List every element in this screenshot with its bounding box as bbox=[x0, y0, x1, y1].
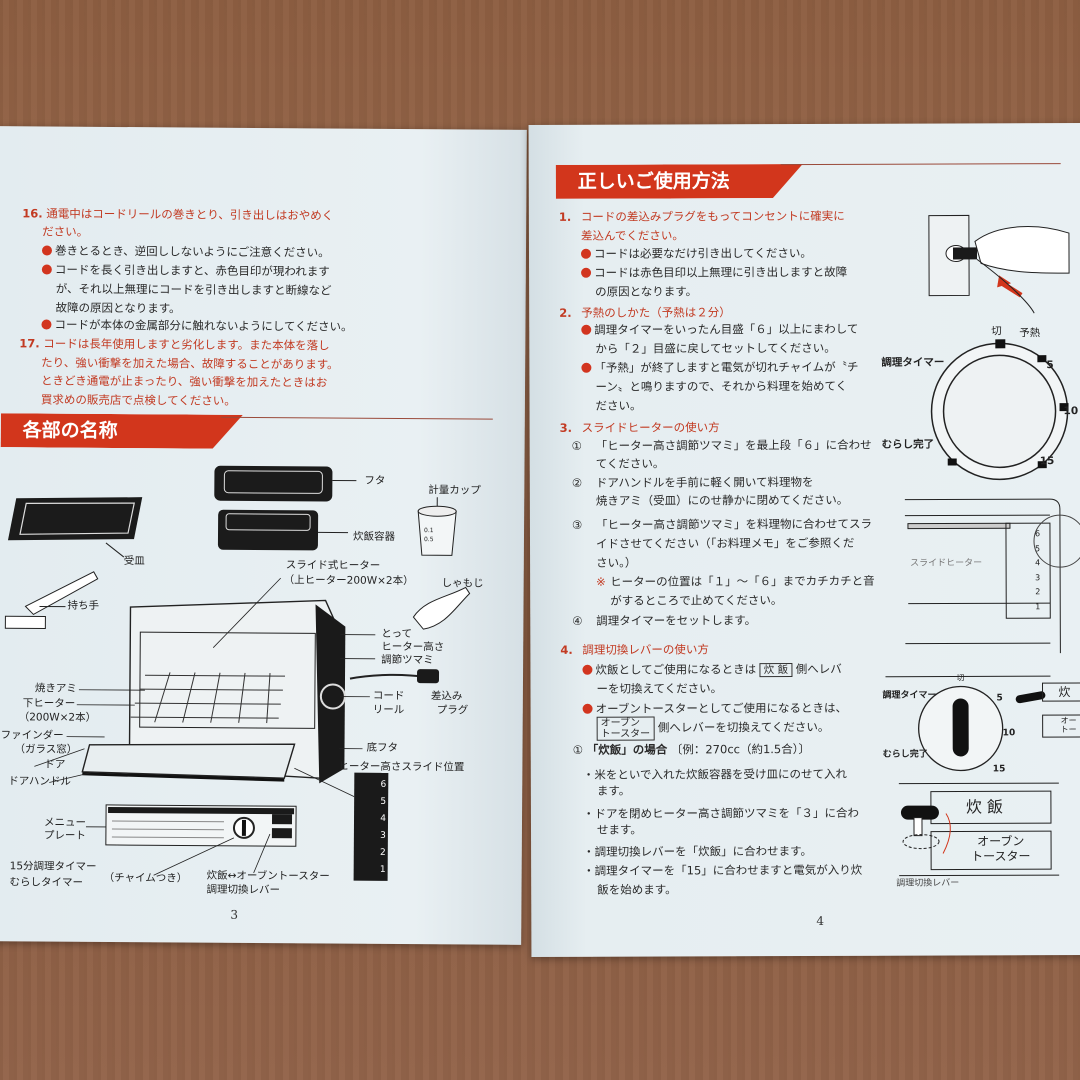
label-plug: 差込み bbox=[430, 690, 463, 703]
dial-mark: 5 bbox=[996, 693, 1003, 704]
label-off: 切 bbox=[956, 673, 965, 683]
toaster-box-label: オーブントースター bbox=[971, 834, 1031, 864]
label-grill-net: 焼きアミ bbox=[34, 682, 77, 695]
label-switch-lever: 調理切換レバー bbox=[206, 883, 281, 897]
dial-mark: 10 bbox=[1002, 728, 1016, 739]
timer-dial-illustration bbox=[930, 339, 1069, 481]
dial-mark: 10 bbox=[1063, 405, 1079, 418]
label-lower-heater-spec: （200W×2本） bbox=[18, 711, 97, 724]
label-cord-reel: リール bbox=[372, 703, 405, 717]
label-lid: フタ bbox=[364, 474, 386, 487]
label-slide-position: ヒーター高さスライド位置 bbox=[338, 760, 465, 774]
label-height-knob: 調節ツマミ bbox=[381, 653, 434, 667]
label-menu-plate: メニュー bbox=[43, 816, 87, 829]
label-steam-done: むらし完了 bbox=[882, 749, 928, 760]
label-glass-window: （ガラス窓） bbox=[14, 743, 78, 756]
label-off: 切 bbox=[991, 325, 1002, 338]
label-tray: 受皿 bbox=[123, 555, 145, 568]
toaster-box-label: オートー bbox=[1060, 716, 1077, 735]
label-slide-heater: スライドヒーター bbox=[910, 558, 983, 569]
label-timer: 調理タイマー bbox=[882, 690, 937, 701]
label-height-knob: ヒーター高さ bbox=[381, 640, 445, 654]
measuring-cup-illustration bbox=[417, 497, 457, 556]
switch-lever-illustration bbox=[898, 782, 1060, 877]
label-switch-lever: 炊飯↔オーブントースター bbox=[206, 869, 330, 883]
label-slide-heater: スライド式ヒーター bbox=[285, 559, 381, 572]
rice-box-label: 炊 bbox=[1058, 685, 1071, 700]
toaster-oven-illustration bbox=[81, 599, 440, 784]
rice-box-label: 炊 飯 bbox=[965, 797, 1004, 817]
page-number: 3 bbox=[230, 907, 239, 922]
rice-container-illustration bbox=[214, 465, 357, 551]
label-plug: プラグ bbox=[436, 704, 469, 717]
label-preheat: 予熱 bbox=[1019, 327, 1041, 340]
cup-mark: 0.5 bbox=[423, 536, 434, 544]
label-steam-timer: むらしタイマー bbox=[9, 876, 84, 889]
outlet-plug-illustration bbox=[928, 214, 1070, 314]
label-door: ドア bbox=[44, 758, 66, 771]
label-grip: とって bbox=[381, 627, 413, 641]
label-bottom-cover: 底フタ bbox=[366, 741, 399, 754]
label-door-handle: ドアハンドル bbox=[8, 775, 71, 788]
left-page: 16. 通電中はコードリールの巻きとり、引き出しはおやめく ださい。 巻きとると… bbox=[0, 126, 527, 945]
label-upper-heater: （上ヒーター200W×2本） bbox=[283, 574, 414, 588]
dial-mark: 5 bbox=[1046, 359, 1054, 372]
timer-dial-small-illustration bbox=[885, 675, 1080, 772]
label-timer: 調理タイマー bbox=[881, 356, 945, 369]
label-cord-reel: コード bbox=[372, 689, 405, 703]
label-handle-tool: 持ち手 bbox=[67, 599, 100, 612]
dial-mark: 15 bbox=[992, 764, 1006, 775]
dial-mark: 15 bbox=[1039, 455, 1055, 468]
label-switch-lever: 調理切換レバー bbox=[896, 878, 960, 889]
usage-diagrams bbox=[885, 214, 1080, 877]
label-menu-plate: プレート bbox=[43, 829, 86, 842]
label-steam-done: むらし完了 bbox=[881, 438, 935, 451]
parts-diagram bbox=[4, 465, 471, 881]
label-chime: （チャイムつき） bbox=[103, 871, 188, 885]
rice-paddle-illustration bbox=[412, 586, 471, 630]
label-timer: 15分調理タイマー bbox=[9, 860, 97, 873]
label-rice-paddle: しゃもじ bbox=[441, 577, 484, 590]
label-finder: ファインダー bbox=[0, 729, 64, 742]
label-rice-container: 炊飯容器 bbox=[352, 530, 396, 543]
handle-tool-illustration bbox=[4, 571, 99, 630]
slide-heater-illustration bbox=[904, 498, 1080, 654]
tray-illustration bbox=[7, 497, 143, 558]
menu-plate-illustration bbox=[105, 804, 297, 847]
slide-position-panel bbox=[353, 772, 389, 881]
label-lower-heater: 下ヒーター bbox=[22, 697, 76, 710]
label-measuring-cup: 計量カップ bbox=[428, 484, 481, 497]
right-page: 正しいご使用方法 1. コードの差込みプラグをもってコンセントに確実に 差込んで… bbox=[528, 123, 1080, 957]
